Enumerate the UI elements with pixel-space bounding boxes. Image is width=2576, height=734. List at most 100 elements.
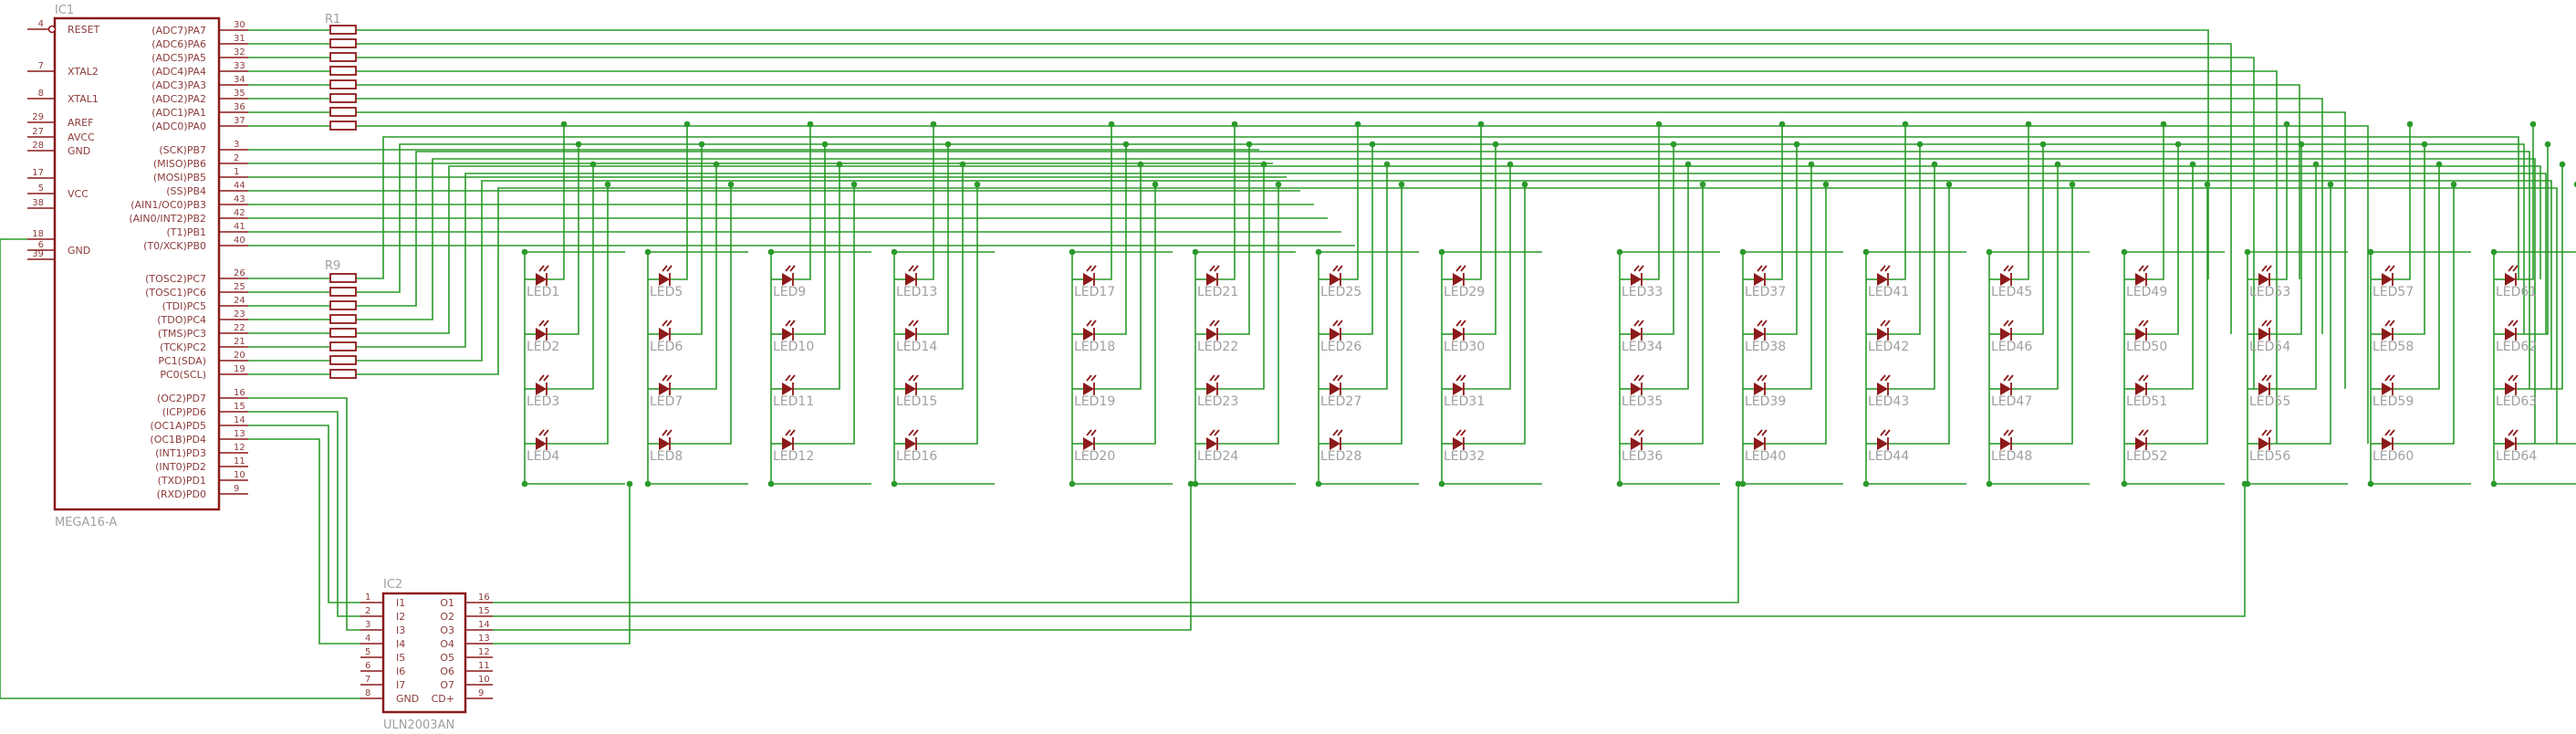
led-arrow	[1757, 265, 1763, 272]
ic2-pin-number: 15	[478, 606, 490, 616]
led-row-wire	[1888, 184, 1950, 445]
ic2-pin-number: 9	[478, 688, 484, 698]
led-arrow	[2266, 265, 2272, 272]
led-arrow	[1761, 374, 1768, 382]
led-arrow	[1638, 265, 1644, 272]
led-arrow	[2266, 374, 2272, 382]
led-arrow	[543, 374, 549, 382]
led-label: LED34	[1622, 340, 1663, 354]
junction-dot	[1477, 121, 1485, 128]
led-label: LED47	[1991, 394, 2032, 409]
led-row-wire	[1464, 184, 1526, 445]
led-row-wire	[2516, 144, 2549, 335]
ic1-pin-name: XTAL2	[68, 66, 99, 78]
led-arrow	[2143, 265, 2149, 272]
led-row-wire	[1094, 184, 1156, 445]
ic2-pin-name: O1	[440, 597, 454, 609]
led-triangle	[1754, 437, 1765, 450]
led-arrow	[1460, 429, 1466, 436]
ic2-pin-number: 14	[478, 620, 490, 630]
resistor	[329, 314, 357, 324]
led-arrow	[543, 320, 549, 327]
led-arrow	[2384, 429, 2391, 436]
junction-dot	[1862, 248, 1870, 256]
led-row-wire	[1340, 164, 1388, 390]
led-arrow	[2261, 429, 2268, 436]
junction-dot	[1246, 141, 1253, 148]
led-triangle	[2258, 437, 2269, 450]
led-arrow	[2003, 429, 2009, 436]
ic2-pin-name: I3	[396, 624, 405, 636]
led-label: LED7	[650, 394, 683, 409]
led-arrow	[2512, 320, 2519, 327]
led-arrow	[2143, 320, 2149, 327]
led-arrow	[1633, 429, 1640, 436]
resistor-array-r1[interactable]: R1	[325, 13, 357, 131]
led-arrow	[1337, 429, 1343, 436]
led-row-wire	[1094, 144, 1127, 335]
ic1-pin-number: 43	[234, 194, 245, 204]
pa-bus	[356, 70, 2278, 444]
ic1-pin-name: (ADC4)PA4	[151, 66, 206, 78]
junction-dot	[2450, 181, 2457, 188]
ic1-pin-name: (ADC6)PA6	[151, 38, 206, 50]
ic1-pin-number: 39	[32, 249, 44, 259]
led-label: LED31	[1444, 394, 1485, 409]
ic2-pin-name: I4	[396, 638, 405, 650]
led-arrow	[913, 429, 919, 436]
led-row-wire	[1094, 124, 1112, 280]
led-arrow	[1460, 320, 1466, 327]
ic1-pin-name: (SCK)PB7	[159, 144, 206, 156]
ic1-right-pins: 30(ADC7)PA731(ADC6)PA632(ADC5)PA533(ADC4…	[129, 20, 248, 500]
led-arrow	[1209, 429, 1215, 436]
ic1-pin-number: 1	[234, 167, 239, 177]
led-arrow	[2266, 320, 2272, 327]
led-label: LED13	[896, 285, 937, 299]
led-row-wire	[1340, 144, 1373, 335]
junction-dot	[2544, 141, 2551, 148]
resistor-array-r9[interactable]: R9	[325, 259, 357, 379]
junction-dot	[1354, 121, 1361, 128]
ic1-pin-number: 33	[234, 61, 245, 71]
junction-dot	[1398, 181, 1405, 188]
led-triangle	[1631, 328, 1642, 341]
junction-dot	[604, 181, 611, 188]
ic1-pin-number: 20	[234, 351, 245, 361]
led-label: LED54	[2249, 340, 2290, 354]
ic2-pin-number: 16	[478, 592, 490, 603]
led-label: LED1	[527, 285, 559, 299]
led-triangle	[782, 383, 793, 395]
ic1-pin-name: (SS)PB4	[166, 185, 206, 197]
led-triangle	[1083, 383, 1094, 395]
led-row-wire	[670, 164, 717, 390]
led-arrow	[1455, 265, 1462, 272]
led-row-wire	[1888, 124, 1906, 280]
ic1-pin-number: 8	[38, 89, 44, 99]
led-arrow	[2508, 320, 2514, 327]
led-label: LED59	[2373, 394, 2414, 409]
junction-dot	[1778, 121, 1786, 128]
led-row-wire	[1217, 144, 1250, 335]
led-label: LED28	[1320, 449, 1361, 464]
pc-bus	[356, 136, 2519, 279]
led-arrow	[2512, 429, 2519, 436]
junction-dot	[1369, 141, 1376, 148]
ic1-pin-name: (RXD)PD0	[157, 488, 206, 500]
led-arrow	[908, 429, 914, 436]
junction-dot	[1438, 248, 1445, 256]
led-arrow	[2138, 320, 2144, 327]
led-row-wire	[2146, 144, 2179, 335]
junction-dot	[1069, 248, 1076, 256]
pd-wire	[248, 411, 360, 617]
led-label: LED9	[773, 285, 806, 299]
junction-dot	[2244, 248, 2251, 256]
led-label: LED64	[2496, 449, 2537, 464]
led-row-wire	[2146, 184, 2208, 445]
ic1-pin-name: AREF	[68, 117, 93, 129]
junction-dot	[850, 181, 858, 188]
led-row-wire	[1765, 184, 1827, 445]
pa-bus	[356, 125, 2369, 444]
led-triangle	[1206, 273, 1217, 286]
